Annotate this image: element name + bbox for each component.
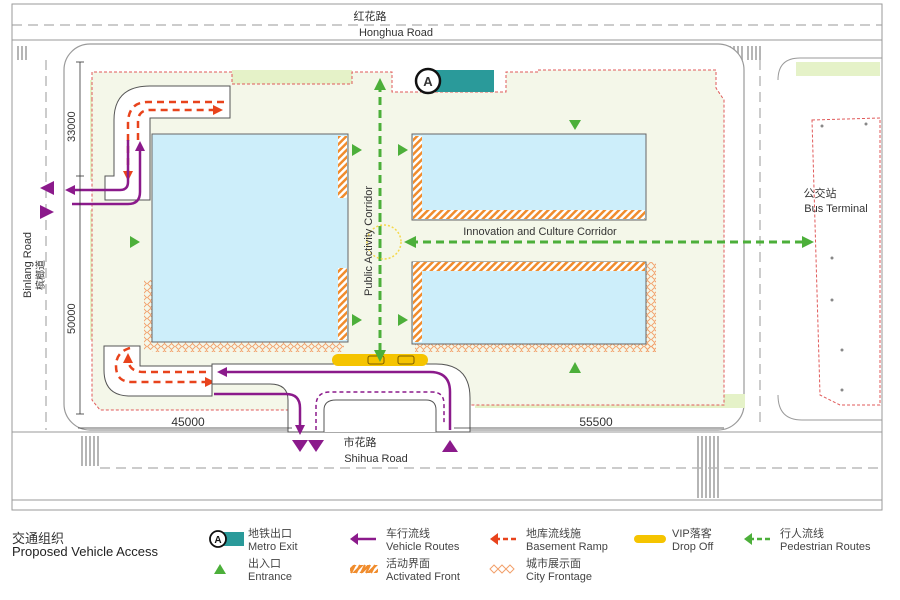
metro-exit: A <box>414 67 494 95</box>
legend-entrance-cn: 出入口 <box>248 558 281 570</box>
building-west <box>151 133 349 343</box>
legend-basement-cn: 地库流线施 <box>526 528 581 540</box>
yellow-bar-icon <box>634 535 666 543</box>
entrance-triangle-icon <box>398 314 408 326</box>
red-dashed-arrow-icon <box>490 533 516 545</box>
building-southeast <box>411 261 647 345</box>
public-corridor-label: Public Activity Corridor <box>363 186 375 296</box>
buildings <box>151 133 647 345</box>
vehicle-route-west <box>65 140 145 206</box>
legend-metro-letter: A <box>214 535 221 546</box>
basement-ramp-south <box>103 345 215 397</box>
dimension-lines <box>76 61 724 429</box>
dim-south-left: 45000 <box>171 415 205 429</box>
vehicle-route-south <box>214 367 452 435</box>
dim-south-right: 55500 <box>579 415 613 429</box>
dim-west-top: 33000 <box>66 111 78 142</box>
legend-dropoff-cn: VIP落客 <box>672 528 712 540</box>
entrance-markers <box>130 120 581 373</box>
legend-entrance-en: Entrance <box>248 571 293 583</box>
purple-arrow-icon <box>350 533 376 545</box>
legend-vehicle-cn: 车行流线 <box>386 528 430 540</box>
crosswalk-south <box>81 436 719 498</box>
dim-west-bottom: 50000 <box>66 303 78 334</box>
north-road-en: Honghua Road <box>359 27 433 39</box>
entrance-triangle-icon <box>130 236 140 248</box>
legend-frontage-en: City Frontage <box>526 571 593 583</box>
green-dashed-arrow-icon <box>744 533 770 545</box>
orange-hatch-icon <box>350 564 378 574</box>
city-frontage <box>144 262 656 352</box>
bus-terminal-en: Bus Terminal <box>804 203 867 215</box>
legend-frontage-cn: 城市展示面 <box>526 558 581 570</box>
south-driveway <box>211 363 471 433</box>
pedestrian-routes <box>374 78 814 362</box>
entrance-triangle-icon <box>398 144 408 156</box>
west-entry-triangles <box>40 181 54 219</box>
entrance-triangle-icon <box>214 564 226 574</box>
legend-pedestrian-en: Pedestrian Routes <box>780 541 871 553</box>
site-plan: A <box>11 3 883 511</box>
metro-exit-icon: A <box>209 530 244 548</box>
legend-pedestrian-cn: 行人流线 <box>780 528 824 540</box>
south-road-cn: 市花路 <box>344 435 377 449</box>
entrance-triangle-icon <box>569 362 581 373</box>
honghua-road <box>12 24 882 41</box>
legend-metro-en: Metro Exit <box>248 541 298 553</box>
diamond-pattern-icon <box>489 564 515 574</box>
legend-activated-cn: 活动界面 <box>386 558 430 570</box>
metro-exit-icon <box>414 67 442 95</box>
legend-activated-en: Activated Front <box>386 571 460 583</box>
north-road-cn: 红花路 <box>354 10 387 23</box>
west-road-en: Binlang Road <box>22 232 34 298</box>
building-northeast <box>411 133 647 221</box>
entrance-triangle-icon <box>569 120 581 130</box>
south-road-en: Shihua Road <box>344 453 408 465</box>
legend-metro-cn: 地铁出口 <box>248 528 292 540</box>
innovation-corridor-label: Innovation and Culture Corridor <box>463 226 617 238</box>
vip-drop-off <box>332 354 428 366</box>
legend-title-en: Proposed Vehicle Access <box>12 544 158 559</box>
basement-ramp-north <box>104 85 231 201</box>
bus-terminal-dots <box>820 122 868 392</box>
bus-terminal-cn: 公交站 <box>804 186 837 200</box>
legend-vehicle-en: Vehicle Routes <box>386 541 460 553</box>
legend-dropoff-en: Drop Off <box>672 541 714 553</box>
entrance-triangle-icon <box>352 144 362 156</box>
west-road-cn: 槟榔道 <box>34 260 47 290</box>
legend-title-cn: 交通组织 <box>12 531 65 546</box>
activated-front <box>338 136 645 342</box>
entrance-triangle-icon <box>352 314 362 326</box>
south-entry-triangles <box>292 440 458 452</box>
sun-marker <box>366 224 402 260</box>
metro-letter: A <box>423 74 433 89</box>
bus-terminal-plot <box>811 117 881 406</box>
legend-basement-en: Basement Ramp <box>526 541 608 553</box>
